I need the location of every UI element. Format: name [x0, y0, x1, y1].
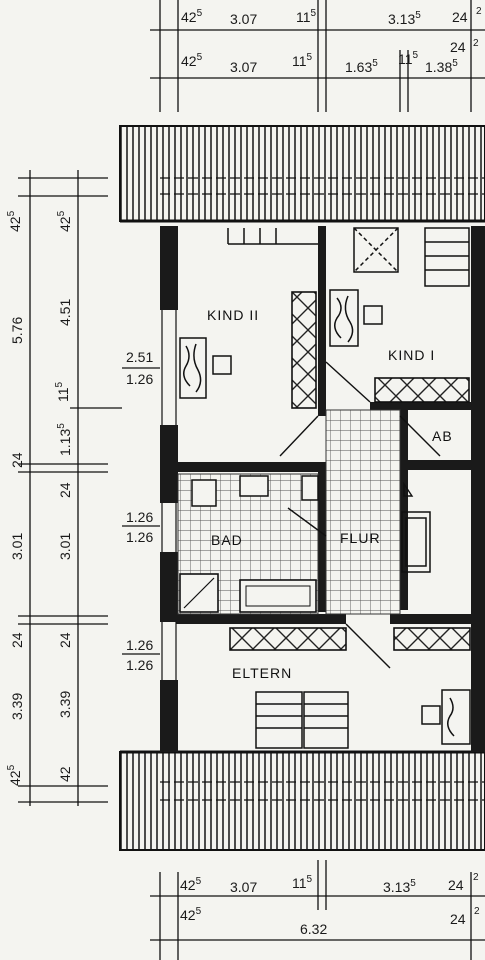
flur-floor	[325, 409, 401, 615]
svg-text:2: 2	[473, 872, 479, 883]
furniture	[179, 289, 471, 749]
room-label-ab: AB	[432, 428, 453, 444]
svg-text:24: 24	[9, 632, 25, 648]
doors	[279, 361, 441, 669]
svg-text:3.135: 3.135	[388, 10, 421, 27]
svg-text:1.26: 1.26	[126, 509, 153, 525]
svg-text:6.32: 6.32	[300, 921, 327, 937]
svg-text:3.01: 3.01	[57, 533, 73, 560]
left-outer-dims: 425 5.76 24 3.01 24 3.39 425	[6, 210, 25, 786]
svg-text:24: 24	[9, 452, 25, 468]
bottom-dim-row1: 425 3.07 115 3.135 24 2	[180, 872, 479, 895]
walls	[160, 226, 485, 752]
room-label-kind2: KIND II	[207, 307, 259, 323]
svg-text:1.26: 1.26	[126, 529, 153, 545]
svg-text:115: 115	[296, 8, 317, 25]
svg-text:42: 42	[57, 766, 73, 782]
svg-text:1.635: 1.635	[345, 58, 378, 75]
svg-text:24: 24	[57, 632, 73, 648]
svg-text:4.51: 4.51	[57, 299, 73, 326]
roof-bottom	[119, 750, 485, 851]
svg-text:3.135: 3.135	[383, 878, 416, 895]
bottom-dimension-chain	[150, 860, 485, 960]
svg-text:24: 24	[57, 482, 73, 498]
svg-text:425: 425	[181, 8, 203, 25]
bathroom	[177, 473, 319, 615]
room-label-flur: FLUR	[340, 530, 381, 546]
top-dim-row2: 425 3.07 115 1.635 115 1.385 24 2	[181, 38, 479, 75]
room-label-kind1: KIND I	[388, 347, 435, 363]
svg-text:3.07: 3.07	[230, 59, 257, 75]
roof-top	[119, 125, 485, 223]
room-label-bad: BAD	[211, 532, 243, 548]
wardrobes	[229, 291, 471, 651]
svg-text:3.01: 3.01	[9, 533, 25, 560]
svg-text:1.26: 1.26	[126, 637, 153, 653]
svg-text:24: 24	[452, 9, 468, 25]
svg-text:3.07: 3.07	[230, 11, 257, 27]
svg-text:425: 425	[180, 876, 202, 893]
svg-text:1.135: 1.135	[56, 423, 73, 456]
svg-text:2: 2	[476, 6, 482, 17]
svg-text:425: 425	[6, 764, 23, 786]
left-inner-dims: 425 4.51 115 1.135 24 3.01 24 3.39 42	[54, 210, 73, 782]
svg-text:2: 2	[474, 906, 480, 917]
svg-text:425: 425	[181, 52, 203, 69]
svg-text:24: 24	[448, 877, 464, 893]
svg-text:115: 115	[54, 381, 71, 402]
stairs	[227, 227, 470, 287]
svg-text:1.26: 1.26	[126, 657, 153, 673]
svg-text:24: 24	[450, 39, 466, 55]
windows-west	[161, 310, 177, 680]
svg-text:3.39: 3.39	[57, 691, 73, 718]
svg-text:3.07: 3.07	[230, 879, 257, 895]
opening-dims: 2.51 1.26 1.26 1.26 1.26 1.26	[122, 349, 160, 673]
svg-text:115: 115	[292, 52, 313, 69]
left-dimension-chain	[18, 170, 122, 806]
room-label-eltern: ELTERN	[232, 665, 292, 681]
svg-text:2: 2	[473, 38, 479, 49]
top-dim-row1: 425 3.07 115 3.135 24 2	[181, 6, 482, 27]
svg-text:425: 425	[180, 906, 202, 923]
top-dimension-chain	[150, 0, 485, 112]
svg-text:1.26: 1.26	[126, 371, 153, 387]
svg-text:115: 115	[292, 874, 313, 891]
svg-text:425: 425	[6, 210, 23, 232]
svg-text:425: 425	[56, 210, 73, 232]
svg-text:5.76: 5.76	[9, 317, 25, 344]
svg-text:3.39: 3.39	[9, 693, 25, 720]
bottom-dim-row2: 425 6.32 24 2	[180, 906, 480, 937]
svg-text:115: 115	[398, 50, 419, 67]
svg-text:1.385: 1.385	[425, 58, 458, 75]
svg-text:24: 24	[450, 911, 466, 927]
svg-text:2.51: 2.51	[126, 349, 153, 365]
